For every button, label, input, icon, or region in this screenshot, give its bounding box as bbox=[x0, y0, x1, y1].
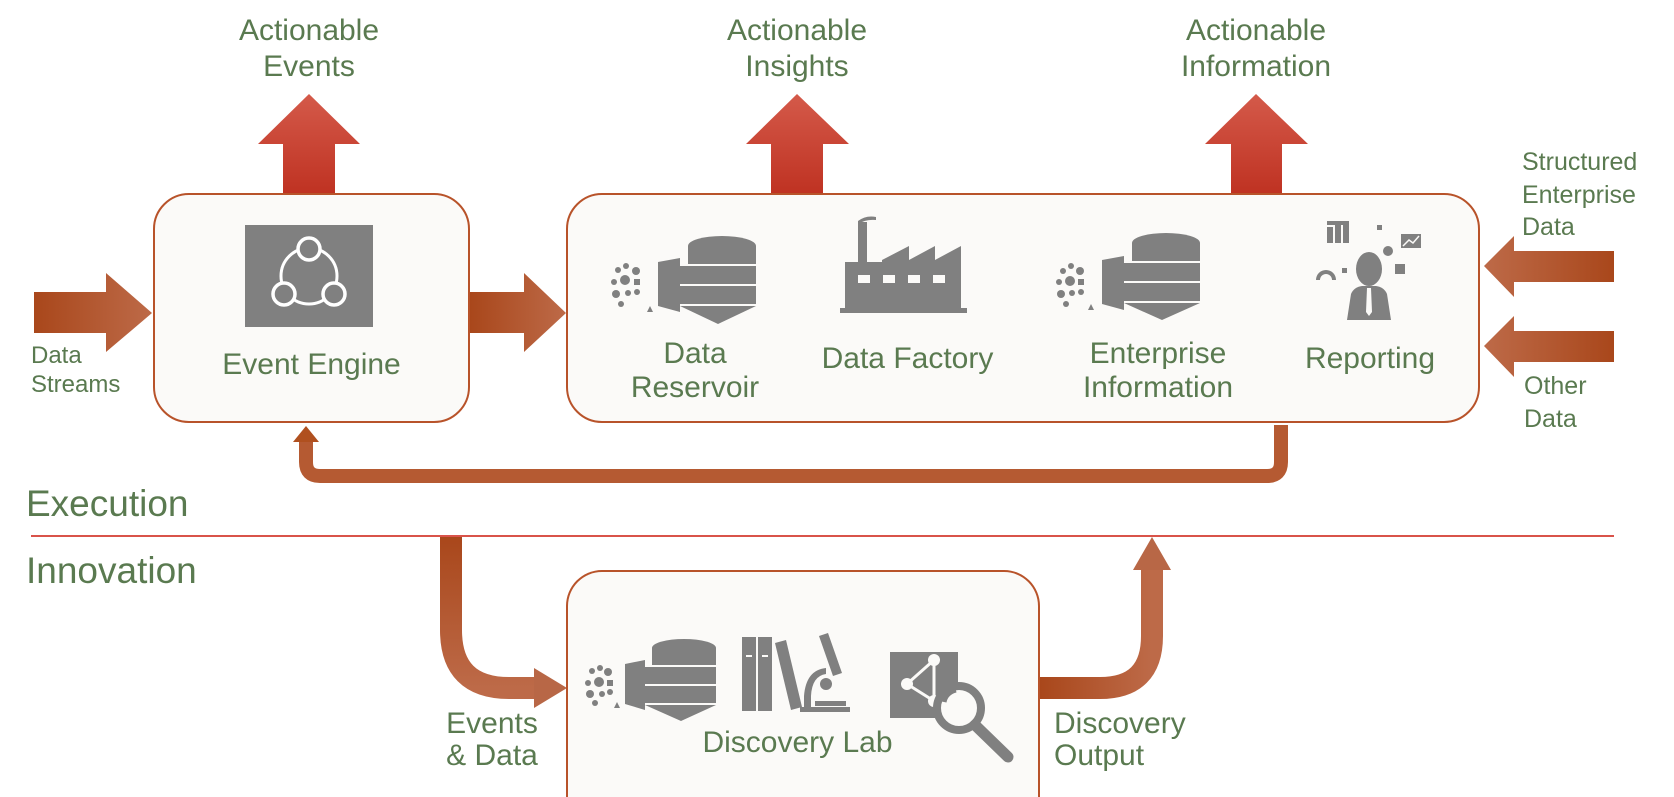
enterprise-db-icon bbox=[1056, 233, 1200, 320]
actionable-events-arrow bbox=[258, 94, 360, 194]
structured-enterprise-data-label: Structured Enterprise Data bbox=[1522, 148, 1638, 241]
discovery-output-label: Discovery Output bbox=[1054, 707, 1186, 772]
data-streams-label: Data Streams bbox=[31, 342, 121, 398]
graph-search-icon bbox=[890, 652, 1014, 763]
innovation-section-label: Innovation bbox=[26, 550, 197, 591]
actionable-events-label: Actionable Events bbox=[238, 14, 380, 83]
data-factory-label: Data Factory bbox=[821, 342, 994, 375]
reporting-person-icon bbox=[1316, 221, 1421, 320]
enterprise-information-label: Enterprise Information bbox=[1082, 337, 1234, 404]
other-data-arrow bbox=[1484, 316, 1614, 377]
structured-data-arrow bbox=[1484, 236, 1614, 297]
discovery-reservoir-icon bbox=[585, 639, 716, 721]
engine-to-reservoir-arrow bbox=[470, 273, 566, 352]
execution-section-label: Execution bbox=[26, 483, 189, 524]
actionable-insights-label: Actionable Insights bbox=[726, 14, 868, 83]
actionable-information-label: Actionable Information bbox=[1180, 14, 1332, 83]
actionable-information-arrow bbox=[1205, 94, 1308, 194]
other-data-label: Other Data bbox=[1524, 372, 1587, 433]
discovery-output-arrow bbox=[1040, 537, 1171, 699]
data-streams-arrow bbox=[34, 273, 152, 352]
books-microscope-icon bbox=[742, 633, 850, 712]
event-engine-label: Event Engine bbox=[222, 348, 401, 381]
data-reservoir-label: Data Reservoir bbox=[630, 337, 760, 404]
discovery-lab-label: Discovery Lab bbox=[702, 726, 893, 759]
factory-icon bbox=[840, 216, 967, 313]
actionable-insights-arrow bbox=[746, 94, 849, 194]
event-engine-icon bbox=[245, 225, 373, 327]
data-reservoir-icon bbox=[611, 236, 756, 324]
reporting-label: Reporting bbox=[1304, 342, 1436, 375]
events-data-arrow bbox=[440, 537, 567, 708]
events-data-label: Events & Data bbox=[446, 707, 538, 772]
feedback-arrow bbox=[293, 425, 1288, 483]
